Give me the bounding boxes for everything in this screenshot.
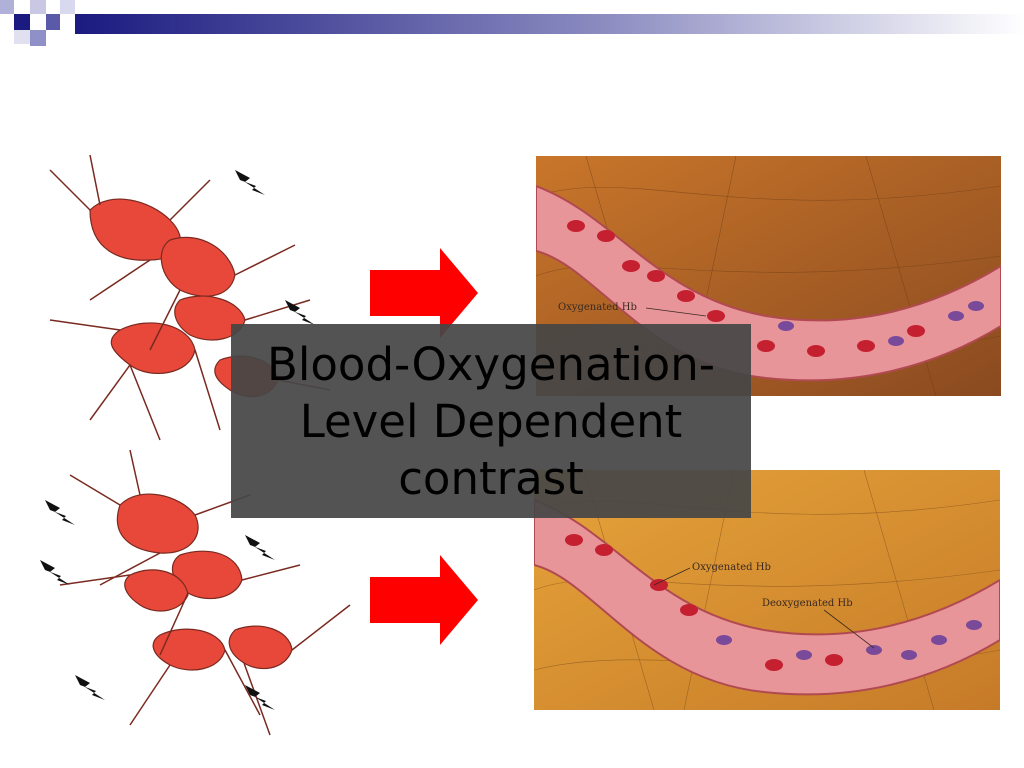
title-box: Blood-Oxygenation- Level Dependent contr… [231, 324, 751, 518]
neuron-icon [116, 493, 293, 671]
lightning-icon [235, 170, 315, 325]
lightning-icon [40, 500, 275, 710]
oxygenated-hb-label: Oxygenated Hb [692, 562, 771, 573]
right-arrow-icon [370, 555, 478, 645]
oxygenated-hb-label: Oxygenated Hb [558, 302, 637, 313]
neuron-cluster-bottom [40, 449, 351, 736]
right-arrow-icon [370, 248, 478, 338]
deoxygenated-hb-label: Deoxygenated Hb [762, 598, 853, 609]
header-decoration [0, 0, 1024, 46]
slide-title: Blood-Oxygenation- Level Dependent contr… [267, 337, 715, 505]
